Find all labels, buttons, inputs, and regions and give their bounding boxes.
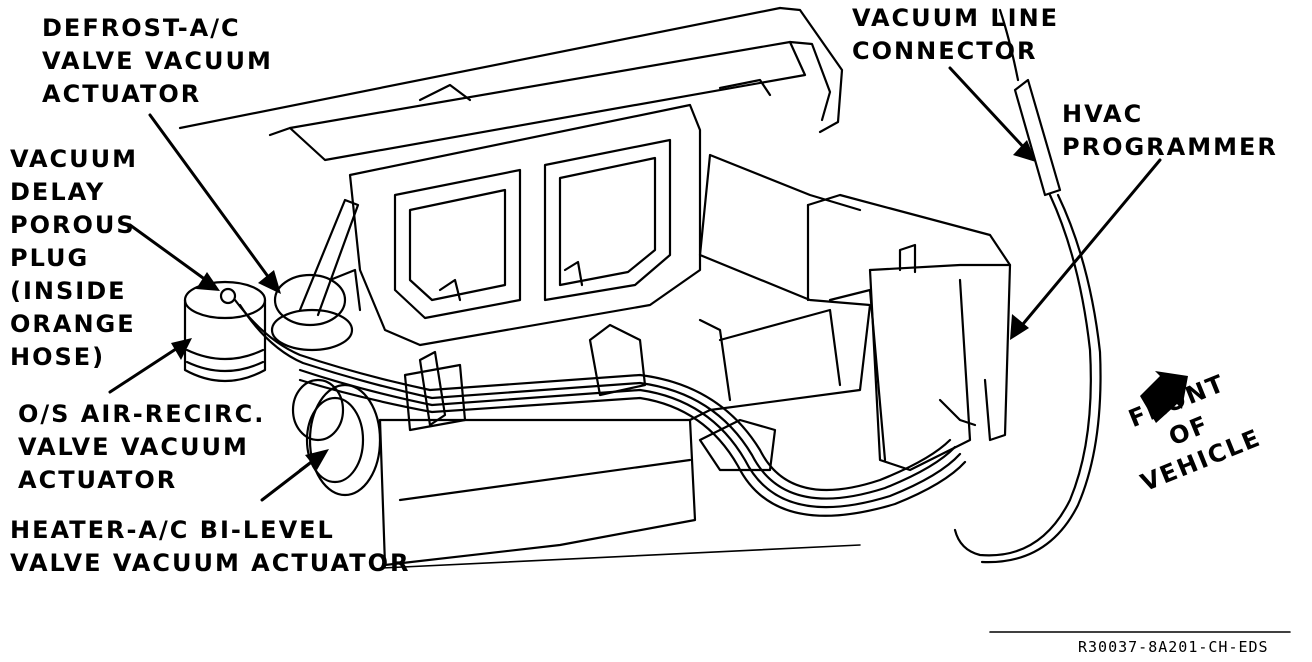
vent-housing	[348, 103, 702, 347]
leader-arrowheads	[171, 140, 1036, 470]
os-air-recirc-actuator-label: O/S AIR-RECIRC. VALVE VACUUM ACTUATOR	[18, 398, 265, 497]
bi-level-actuator	[291, 378, 382, 497]
os-air-line-2: VALVE VACUUM	[18, 433, 249, 461]
delay-plug-canister	[183, 280, 267, 383]
leader-lines	[108, 66, 1162, 502]
vacuum-delay-line-4: PLUG	[10, 244, 90, 272]
heater-line-1: HEATER-A/C BI-LEVEL	[10, 516, 335, 544]
defrost-ac-actuator-label: DEFROST-A/C VALVE VACUUM ACTUATOR	[42, 12, 273, 111]
vacuum-line-line-1: VACUUM LINE	[852, 4, 1060, 32]
heater-bi-level-actuator-label: HEATER-A/C BI-LEVEL VALVE VACUUM ACTUATO…	[10, 514, 410, 580]
vacuum-delay-line-3: POROUS	[10, 211, 136, 239]
os-air-line-1: O/S AIR-RECIRC.	[18, 400, 266, 428]
hose-bracket	[403, 323, 777, 472]
hvac-programmer-box	[806, 193, 1012, 472]
defrost-actuator	[270, 198, 362, 352]
defrost-line-2: VALVE VACUUM	[42, 47, 273, 75]
defrost-line-3: ACTUATOR	[42, 80, 202, 108]
hvac-line-2: PROGRAMMER	[1062, 133, 1278, 161]
vacuum-delay-line-6: ORANGE	[10, 310, 136, 338]
vacuum-delay-line-7: HOSE)	[10, 343, 106, 371]
defrost-line-1: DEFROST-A/C	[42, 14, 241, 42]
front-direction-arrow	[1140, 371, 1188, 423]
heater-line-2: VALVE VACUUM ACTUATOR	[10, 549, 411, 577]
reference-lines	[381, 544, 1291, 633]
vacuum-delay-line-1: VACUUM	[10, 145, 138, 173]
dash-panel-outline	[178, 6, 844, 162]
figure-code: R30037-8A201-CH-EDS	[1078, 638, 1269, 656]
hvac-programmer-label: HVAC PROGRAMMER	[1062, 98, 1278, 164]
vacuum-delay-plug-label: VACUUM DELAY POROUS PLUG (INSIDE ORANGE …	[10, 143, 138, 374]
vacuum-line-hose	[953, 8, 1102, 564]
vacuum-line-line-2: CONNECTOR	[852, 37, 1038, 65]
vacuum-delay-line-5: (INSIDE	[10, 277, 127, 305]
hvac-line-1: HVAC	[1062, 100, 1144, 128]
vacuum-hose-bundle	[233, 298, 967, 517]
os-air-line-3: ACTUATOR	[18, 466, 178, 494]
vacuum-line-connector-label: VACUUM LINE CONNECTOR	[852, 2, 1059, 68]
vacuum-delay-line-2: DELAY	[10, 178, 106, 206]
heater-case	[378, 153, 872, 567]
